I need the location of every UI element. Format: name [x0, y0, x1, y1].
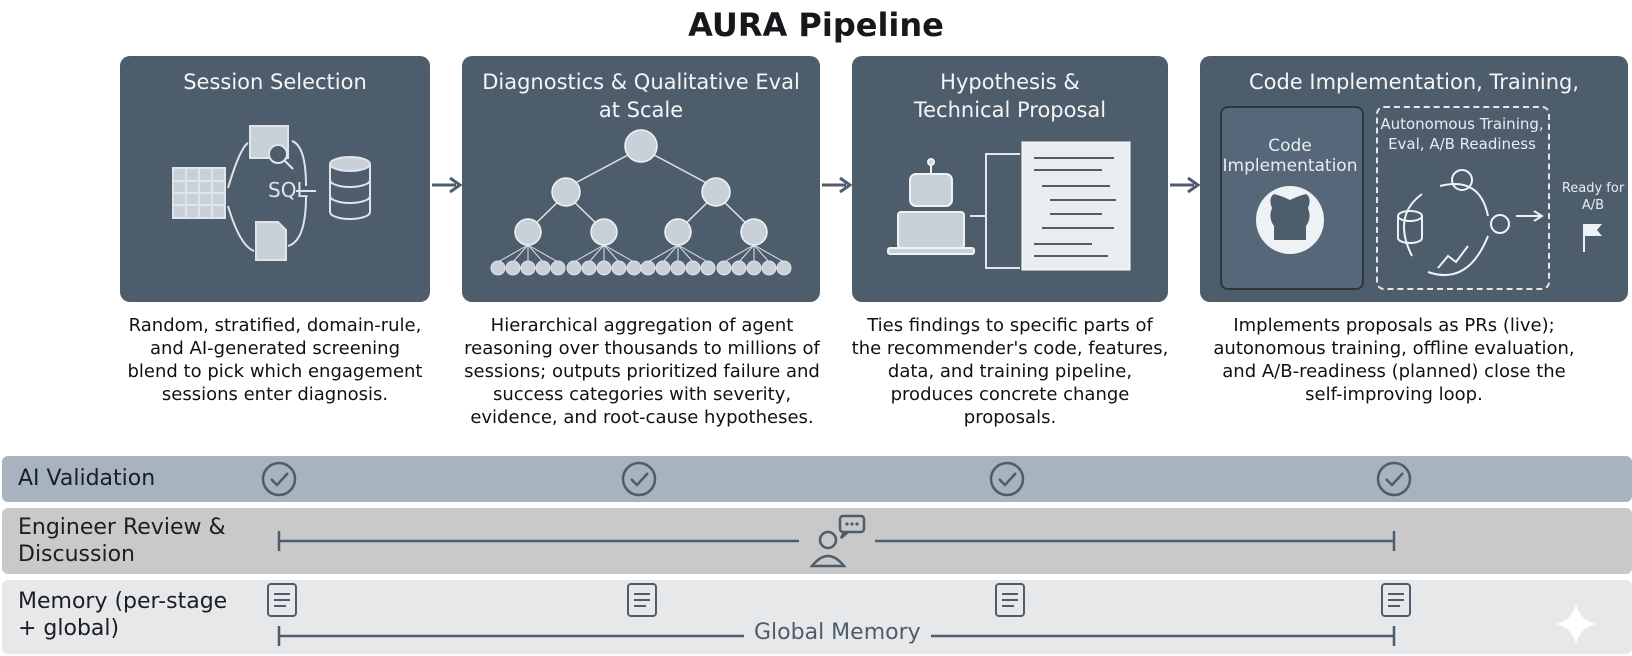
- arrow-icon: [822, 176, 852, 194]
- person-icon: [818, 530, 838, 550]
- global-memory-label: Global Memory: [744, 620, 931, 645]
- ready-ab-label: Ready for A/B: [1561, 181, 1625, 213]
- session-node-icon: [685, 260, 701, 276]
- autonomous-training-label: Autonomous Training, Eval, A/B Readiness: [1380, 115, 1544, 153]
- database-icon: [1397, 210, 1423, 222]
- robot-icon: [909, 173, 953, 207]
- robot-icon: [624, 129, 658, 163]
- stage-title: Code Implementation, Training,: [1248, 70, 1580, 94]
- chart-icon: [1437, 245, 1469, 269]
- laptop-icon: [897, 211, 965, 249]
- document-icon: [1021, 141, 1131, 271]
- band-label: Memory (per-stage + global): [18, 589, 228, 641]
- agent-icon: [701, 177, 731, 207]
- session-node-icon: [611, 260, 627, 276]
- stage-session-selection: Session Selection SQL: [120, 56, 430, 302]
- review-line: [277, 514, 1396, 568]
- band-label: Engineer Review & Discussion: [18, 515, 226, 567]
- check-icon: [1376, 461, 1412, 497]
- code-training-illustration: [1256, 169, 1602, 277]
- page-title: AURA Pipeline: [688, 6, 944, 44]
- memory-band: Memory (per-stage + global) Global Memor…: [2, 580, 1632, 654]
- sql-label: SQL: [268, 178, 308, 202]
- check-icon: [261, 461, 297, 497]
- session-node-icon: [746, 260, 762, 276]
- stage-title: Session Selection: [183, 70, 367, 94]
- session-node-icon: [731, 260, 747, 276]
- stage-diagnostics: Diagnostics & Qualitative Eval at Scale: [462, 56, 820, 302]
- network-icon: [1490, 214, 1510, 234]
- session-node-icon: [581, 260, 597, 276]
- session-node-icon: [640, 260, 656, 276]
- code-file-icon: [255, 221, 287, 261]
- session-node-icon: [761, 260, 777, 276]
- check-icon: [621, 461, 657, 497]
- autonomous-training-box: [1376, 106, 1550, 290]
- ai-validation-band: AI Validation: [2, 456, 1632, 502]
- database-icon: [329, 156, 371, 172]
- arrow-icon: [432, 176, 462, 194]
- session-node-icon: [566, 260, 582, 276]
- session-node-icon: [550, 260, 566, 276]
- notebook-icon: [995, 583, 1025, 617]
- code-implementation-label: Code Implementation: [1222, 136, 1358, 176]
- session-node-icon: [520, 260, 536, 276]
- session-node-icon: [596, 260, 612, 276]
- session-node-icon: [655, 260, 671, 276]
- session-node-icon: [535, 260, 551, 276]
- session-node-icon: [700, 260, 716, 276]
- notebook-icon: [1381, 583, 1411, 617]
- stage-description: Random, stratified, domain-rule, and AI-…: [127, 315, 423, 405]
- session-node-icon: [670, 260, 686, 276]
- robot-laptop-illustration: [887, 141, 1131, 271]
- stage-description: Hierarchical aggregation of agent reason…: [464, 315, 820, 428]
- notebook-icon: [627, 583, 657, 617]
- sparkle-icon: [1556, 604, 1596, 644]
- notebook-icon: [267, 583, 297, 617]
- chat-bubble-icon: [838, 514, 866, 534]
- session-node-icon: [716, 260, 732, 276]
- stage-description: Implements proposals as PRs (live); auto…: [1213, 315, 1575, 405]
- engineer-review-band: Engineer Review & Discussion: [2, 508, 1632, 574]
- stage-code-implementation: Code Implementation, Training, Code Impl…: [1200, 56, 1628, 302]
- session-node-icon: [626, 260, 642, 276]
- arrow-icon: [1170, 176, 1200, 194]
- stage-title: Diagnostics & Qualitative Eval at Scale: [482, 70, 800, 122]
- agent-tree-illustration: [490, 129, 792, 276]
- stage-hypothesis: Hypothesis & Technical Proposal: [852, 56, 1168, 302]
- session-selection-illustration: SQL: [172, 125, 371, 261]
- stage-description: Ties findings to specific parts of the r…: [851, 315, 1169, 428]
- session-node-icon: [505, 260, 521, 276]
- check-icons: [261, 461, 1412, 497]
- stage-title: Hypothesis & Technical Proposal: [913, 70, 1107, 122]
- session-node-icon: [776, 260, 792, 276]
- band-label: AI Validation: [18, 466, 156, 491]
- session-node-icon: [490, 260, 506, 276]
- check-icon: [989, 461, 1025, 497]
- robot-icon: [551, 177, 581, 207]
- brain-icon: [1451, 169, 1473, 191]
